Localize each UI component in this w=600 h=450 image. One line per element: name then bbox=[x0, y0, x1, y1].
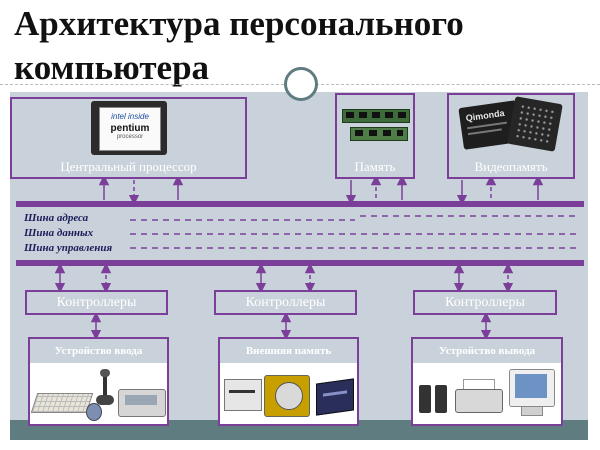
speakers-icon bbox=[419, 385, 449, 415]
output-device-box[interactable]: Устройство вывода bbox=[411, 337, 563, 426]
hard-disk-icon bbox=[264, 375, 310, 417]
output-device-label: Устройство вывода bbox=[413, 339, 561, 363]
input-device-box[interactable]: Устройство ввода bbox=[28, 337, 169, 426]
system-bus-bottom-bar bbox=[16, 260, 584, 266]
system-bus-top-bar bbox=[16, 201, 584, 207]
controller-output[interactable]: Контроллеры bbox=[413, 290, 557, 315]
floppy-drive-icon bbox=[224, 379, 262, 411]
external-memory-box[interactable]: Внешняя память bbox=[218, 337, 359, 426]
cpu-box[interactable]: intel inside pentium processor Центральн… bbox=[10, 97, 247, 179]
cpu-label: Центральный процессор bbox=[60, 159, 197, 174]
monitor-icon bbox=[509, 369, 555, 417]
controller-input[interactable]: Контроллеры bbox=[25, 290, 168, 315]
decorative-circle bbox=[284, 67, 318, 101]
slide-title: Архитектура персонального компьютера bbox=[14, 4, 464, 87]
control-bus-label: Шина управления bbox=[24, 242, 113, 254]
address-bus-label: Шина адреса bbox=[24, 212, 89, 224]
optical-drive-icon bbox=[316, 378, 354, 416]
video-memory-box[interactable]: Qimonda Видеопамять bbox=[447, 93, 575, 179]
video-chip-brand: Qimonda bbox=[465, 107, 506, 124]
joystick-icon bbox=[96, 369, 114, 411]
mouse-icon bbox=[86, 403, 102, 421]
input-device-label: Устройство ввода bbox=[30, 339, 167, 363]
keyboard-icon bbox=[30, 393, 94, 413]
external-memory-label: Внешняя память bbox=[220, 339, 357, 363]
scanner-icon bbox=[118, 389, 166, 417]
memory-label: Память bbox=[354, 159, 396, 174]
memory-box[interactable]: Память bbox=[335, 93, 415, 179]
controller-storage[interactable]: Контроллеры bbox=[214, 290, 357, 315]
data-bus-label: Шина данных bbox=[24, 227, 94, 239]
printer-icon bbox=[455, 379, 503, 415]
ram-module-icon bbox=[342, 103, 410, 145]
video-memory-label: Видеопамять bbox=[474, 159, 548, 174]
video-chip-icon: Qimonda bbox=[458, 96, 563, 152]
cpu-chip-icon: intel inside pentium processor bbox=[91, 101, 167, 155]
